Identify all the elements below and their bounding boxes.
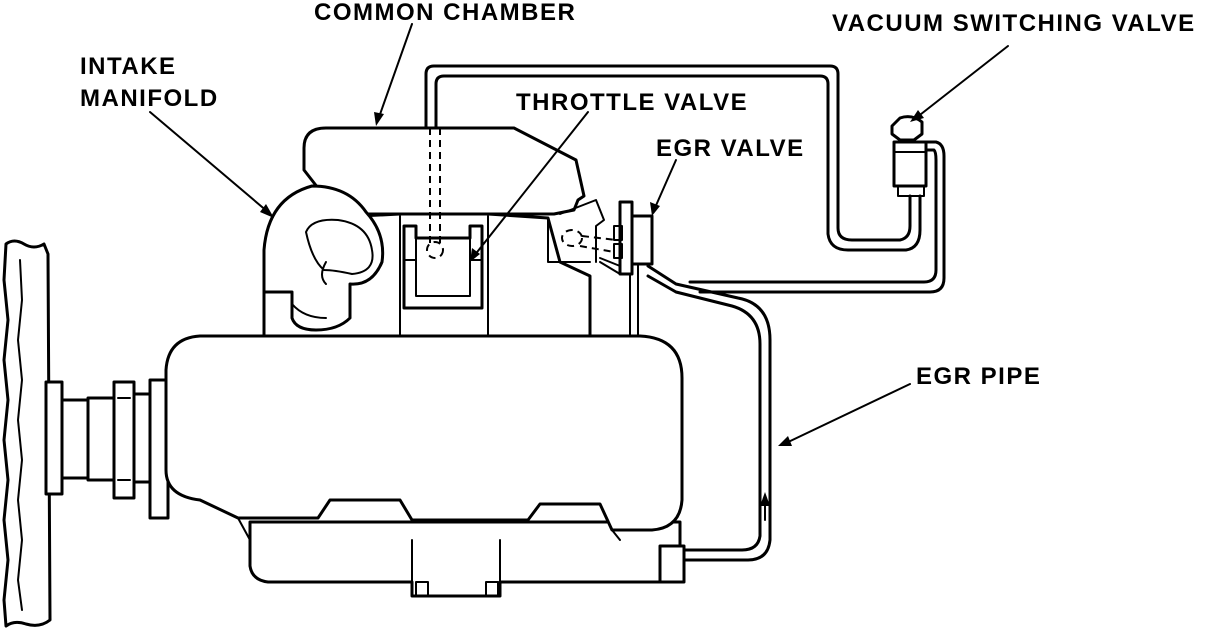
intake-manifold-label-line1: INTAKE (80, 53, 177, 80)
leader-lines (149, 23, 1009, 446)
labels: COMMON CHAMBER VACUUM SWITCHING VALVE IN… (80, 0, 1196, 390)
common-chamber (302, 126, 605, 263)
hidden-lines (426, 128, 617, 259)
vacuum-switching-valve (688, 115, 946, 294)
egr-pipe-label: EGR PIPE (916, 363, 1041, 390)
egr-valve-label: EGR VALVE (656, 135, 805, 162)
intake-manifold-label-line2: MANIFOLD (80, 85, 219, 112)
vacuum-switching-valve-label: VACUUM SWITCHING VALVE (832, 10, 1196, 37)
egr-valve (599, 200, 654, 337)
intake-manifold (262, 184, 385, 332)
cooling-fan (2, 239, 90, 628)
vacuum-hose (424, 64, 922, 252)
engine-block (164, 334, 684, 541)
throttle-valve-label: THROTTLE VALVE (516, 89, 748, 116)
common-chamber-label: COMMON CHAMBER (314, 0, 576, 26)
throttle-body (402, 224, 484, 310)
crank-pulley (86, 378, 170, 520)
egr-pipe (646, 264, 772, 584)
